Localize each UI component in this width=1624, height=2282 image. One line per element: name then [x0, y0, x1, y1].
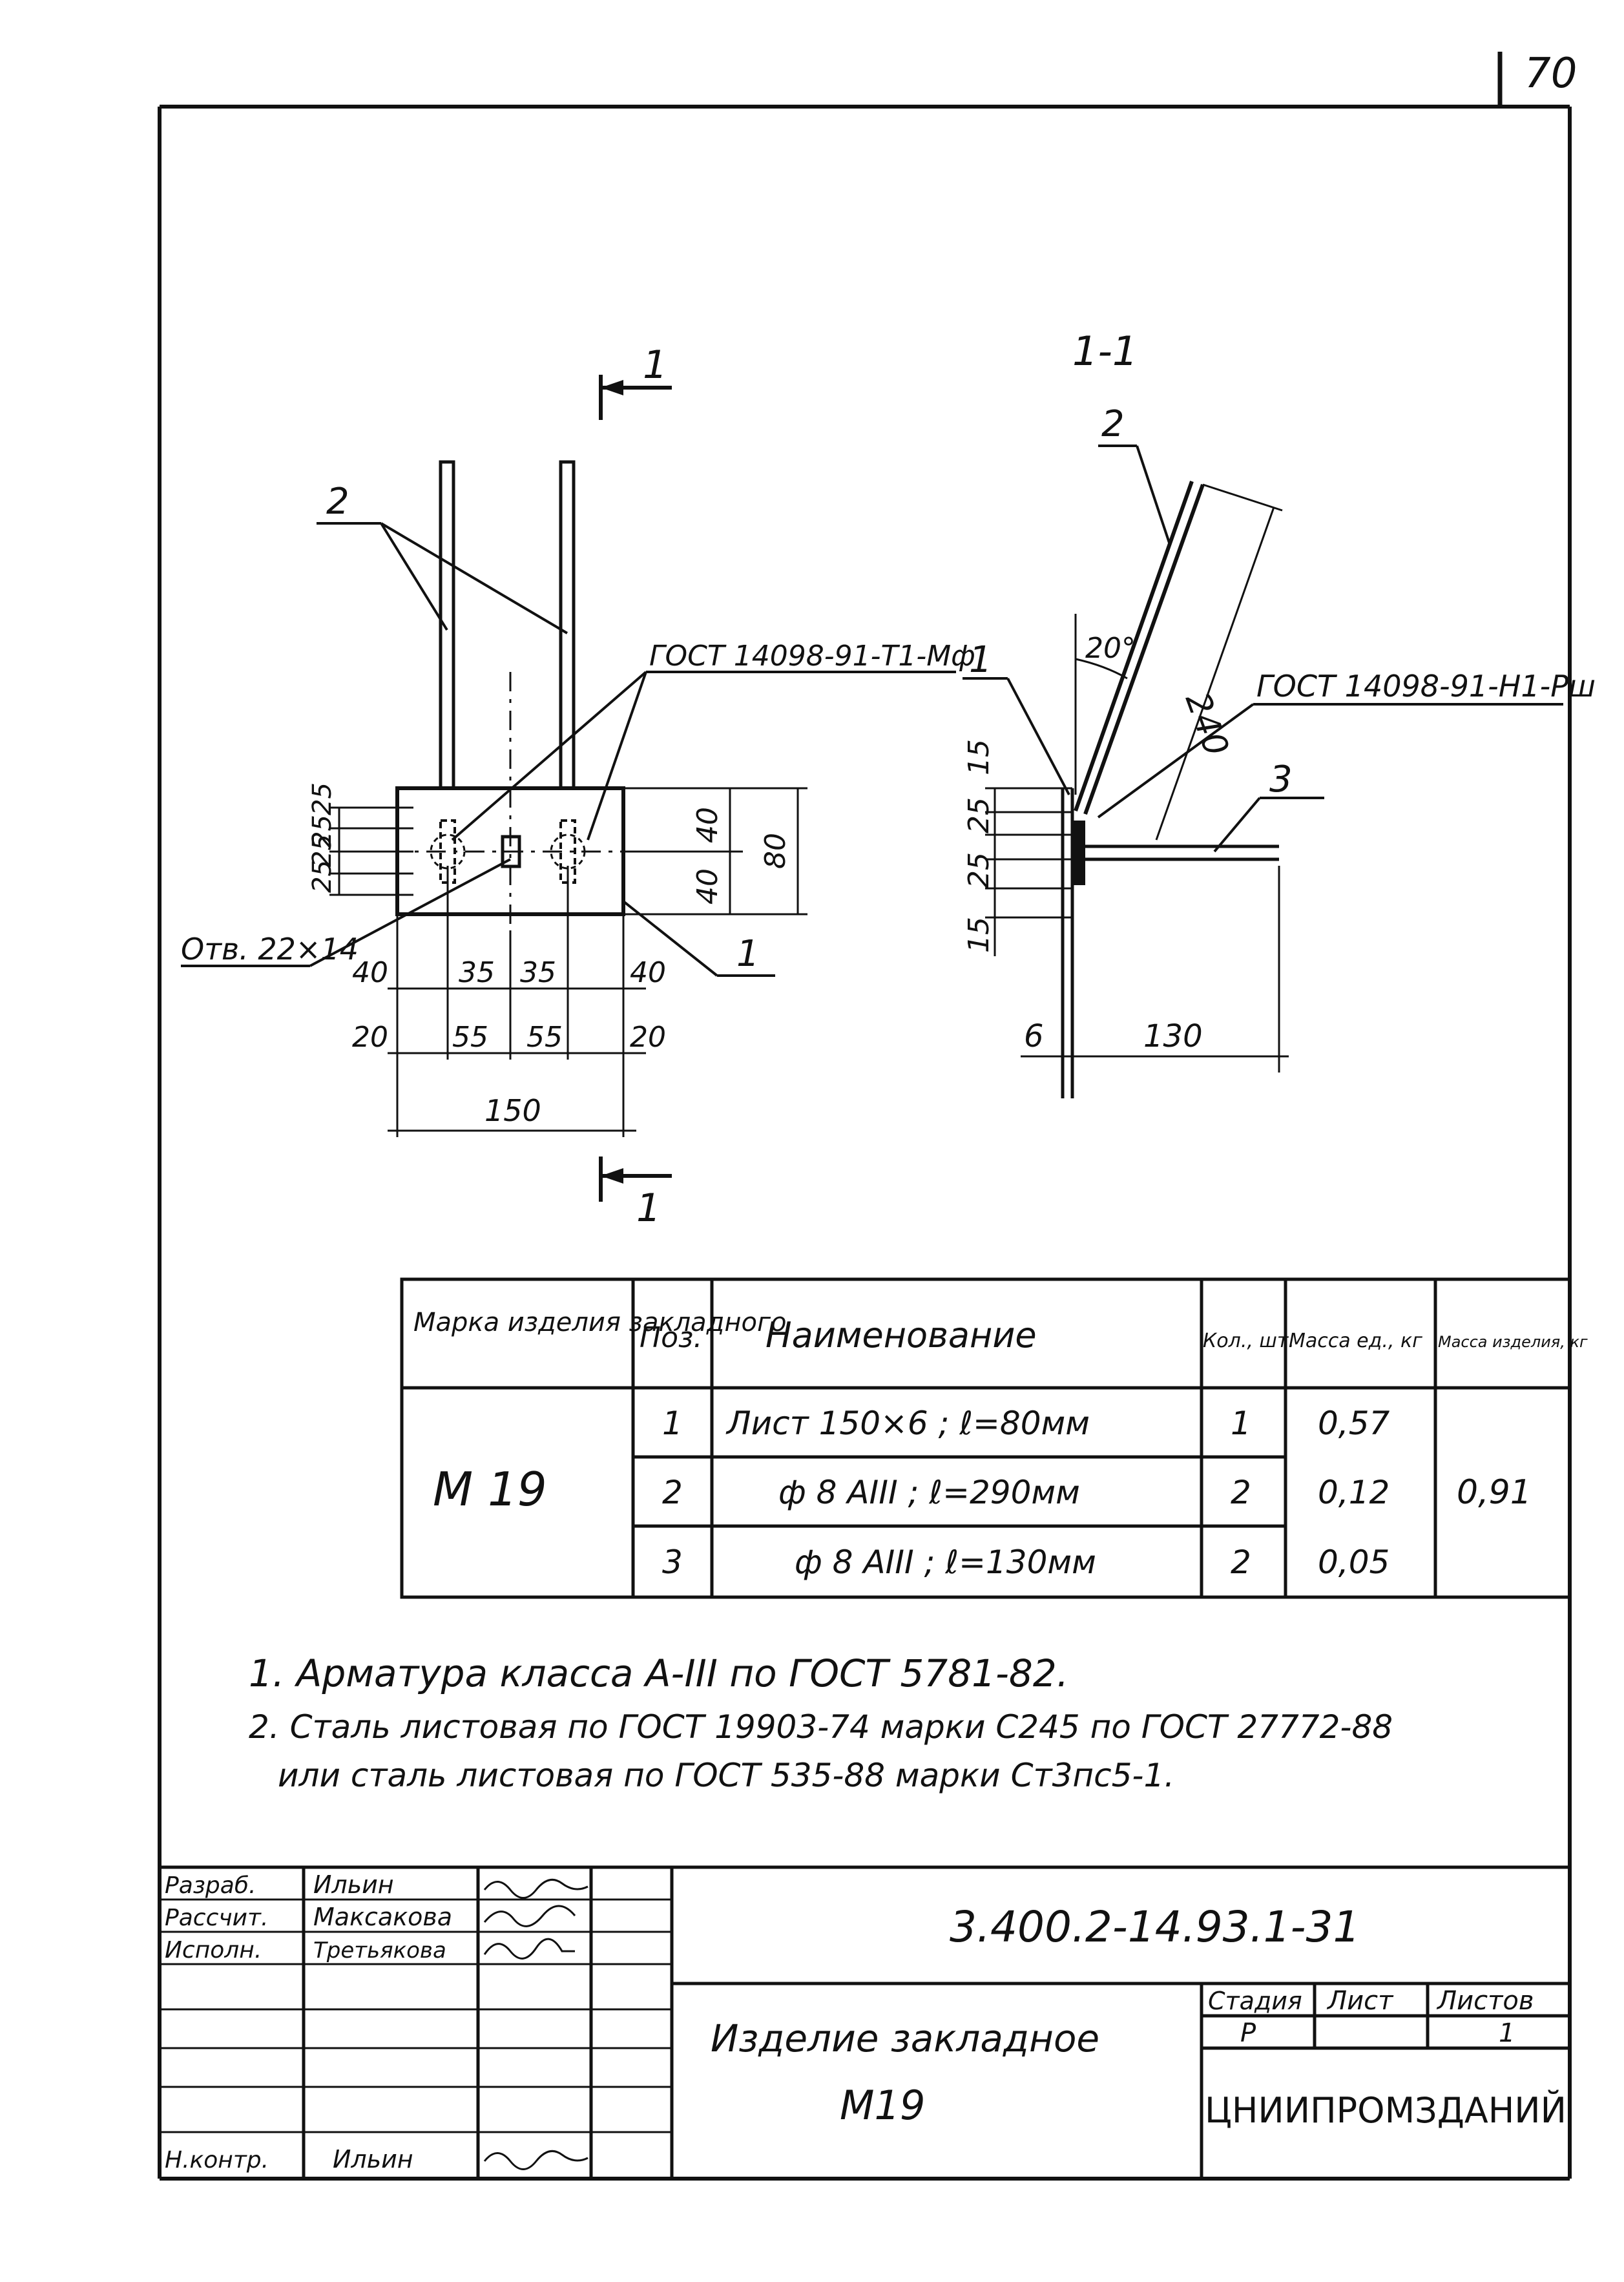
- spec-table-text: Марка изделия закладного Поз. Наименован…: [413, 1308, 1588, 1581]
- dim-row1-c: 35: [520, 956, 556, 989]
- total-mass-cell: 0,91: [1457, 1473, 1532, 1512]
- signature-2: [483, 1905, 576, 1927]
- hole-note: Отв. 22×14: [181, 932, 359, 967]
- title-block: [160, 1865, 1570, 2179]
- document-code: 3.400.2-14.93.1-31: [950, 1902, 1360, 1952]
- row1-qty: 1: [1231, 1405, 1251, 1442]
- row2-mass: 0,12: [1318, 1474, 1390, 1511]
- dim-row2-d: 20: [630, 1021, 666, 1054]
- notes: 1. Арматура класса А-III по ГОСТ 5781-82…: [249, 1651, 1393, 1794]
- dim-left-3: 25: [307, 860, 337, 893]
- row3-qty: 2: [1231, 1544, 1251, 1581]
- note-2-continued: или сталь листовая по ГОСТ 535-88 марки …: [278, 1757, 1174, 1794]
- name-executor: Третьякова: [313, 1938, 446, 1963]
- dim-row1-d: 40: [630, 956, 666, 989]
- product-mark-cell: М 19: [433, 1462, 547, 1516]
- sheet-label: Лист: [1326, 1986, 1394, 2016]
- page-number: 70: [1525, 50, 1577, 98]
- bar-position-label: 2: [326, 481, 349, 523]
- dim-left-1: 25: [307, 815, 337, 848]
- signature-4: [483, 2150, 588, 2170]
- dim-left-2: 25: [307, 782, 337, 815]
- row2-qty: 2: [1231, 1474, 1251, 1511]
- front-view-labels: 1 1 2 ГОСТ 14098-91-Т1-Мф Отв. 22×14 1 2…: [181, 342, 975, 1231]
- drawing-frame: [158, 105, 1572, 2181]
- section-length: 240: [1178, 687, 1236, 761]
- section-mark-bottom: 1: [636, 1186, 661, 1231]
- row3-mass: 0,05: [1318, 1544, 1390, 1581]
- role-norm-control: Н.контр.: [165, 2147, 269, 2173]
- name-calculated: Максакова: [313, 1903, 452, 1931]
- section-bar-position: 2: [1101, 403, 1125, 445]
- row1-mass: 0,57: [1318, 1405, 1390, 1442]
- section-dim-v2: 25: [963, 797, 995, 833]
- header-total-mass: Масса изделия, кг: [1438, 1333, 1588, 1351]
- sheets-label: Листов: [1436, 1986, 1534, 2016]
- stage-label: Стадия: [1208, 1987, 1302, 2015]
- front-view: [181, 375, 956, 1202]
- role-calculated: Рассчит.: [165, 1905, 268, 1931]
- header-mark: Марка изделия закладного: [413, 1308, 786, 1337]
- sheets-value: 1: [1499, 2018, 1515, 2048]
- name-developer: Ильин: [313, 1870, 394, 1899]
- section-angle: 20°: [1085, 632, 1136, 665]
- row2-name: ф 8 АIII ; ℓ=290мм: [778, 1474, 1080, 1511]
- header-unit-mass: Масса ед., кг: [1289, 1330, 1422, 1352]
- dim-total: 150: [484, 1093, 541, 1128]
- dim-row1-b: 35: [459, 956, 495, 989]
- note-2: 2. Сталь листовая по ГОСТ 19903-74 марки…: [249, 1708, 1393, 1746]
- name-norm-control: Ильин: [333, 2145, 413, 2173]
- dim-row2-c: 55: [526, 1021, 563, 1054]
- row2-pos: 2: [662, 1474, 683, 1511]
- role-executor: Исполн.: [165, 1937, 262, 1963]
- product-mark: М19: [840, 2082, 925, 2129]
- header-pos: Поз.: [640, 1321, 702, 1354]
- signature-1: [483, 1878, 588, 1899]
- stage-value: Р: [1240, 2018, 1256, 2048]
- header-qty: Кол., шт.: [1203, 1330, 1295, 1352]
- section-dim-thickness: 6: [1024, 1018, 1044, 1054]
- row1-name: Лист 150×6 ; ℓ=80мм: [725, 1405, 1090, 1442]
- signature-3: [483, 1938, 575, 1960]
- section-dim-v3: 25: [963, 852, 995, 888]
- role-developer: Разраб.: [165, 1872, 256, 1899]
- header-name: Наименование: [765, 1315, 1037, 1356]
- dim-row2-b: 55: [452, 1021, 488, 1054]
- dim-row2-a: 20: [352, 1021, 388, 1054]
- dim-row1-a: 40: [352, 956, 388, 989]
- section-dim-v4: 15: [963, 917, 995, 953]
- section-view-labels: 1-1 2 20° 240 ГОСТ 14098-91-Н1-Рш 1 3 15…: [963, 328, 1596, 1054]
- dim-left-4: 25: [307, 834, 337, 867]
- dim-right-total: 80: [759, 833, 792, 869]
- dim-right-bottom: 40: [691, 868, 724, 905]
- section-anchor-position: 3: [1269, 759, 1293, 801]
- dim-right-top: 40: [691, 807, 724, 843]
- row3-name: ф 8 АIII ; ℓ=130мм: [795, 1544, 1096, 1581]
- row3-pos: 3: [662, 1544, 683, 1581]
- organization: ЦНИИПРОМЗДАНИЙ: [1205, 2090, 1567, 2131]
- section-weld-gost: ГОСТ 14098-91-Н1-Рш: [1256, 669, 1596, 704]
- section-dim-anchor: 130: [1143, 1018, 1203, 1054]
- note-1: 1. Арматура класса А-III по ГОСТ 5781-82…: [249, 1651, 1068, 1695]
- product-name: Изделие закладное: [711, 2016, 1099, 2060]
- plate-position-label: 1: [736, 933, 760, 975]
- row1-pos: 1: [662, 1405, 683, 1442]
- section-view: [963, 445, 1563, 1098]
- spec-table: [400, 1277, 1572, 1599]
- title-block-text: Разраб. Рассчит. Исполн. Н.контр. Ильин …: [165, 1870, 1567, 2173]
- section-mark-top: 1: [643, 342, 667, 388]
- front-weld-gost: ГОСТ 14098-91-Т1-Мф: [649, 640, 975, 673]
- section-dim-v1: 15: [963, 739, 995, 775]
- section-plate-position: 1: [969, 639, 992, 681]
- section-title: 1-1: [1072, 328, 1138, 375]
